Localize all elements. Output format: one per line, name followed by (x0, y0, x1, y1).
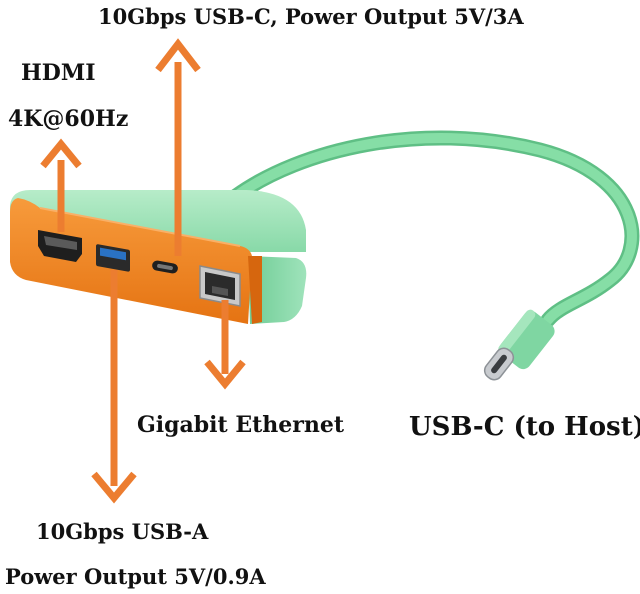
usba-port-label: 10Gbps USB-A (36, 519, 209, 544)
arrow-usbc-up (155, 38, 201, 256)
arrow-ethernet-down (204, 300, 246, 390)
usb-c-port (152, 260, 178, 274)
hdmi-resolution-label: 4K@60Hz (8, 106, 129, 132)
usb-c-cable (228, 130, 640, 381)
arrow-hdmi-up (40, 138, 82, 232)
usb-c-plug-metal (483, 347, 515, 381)
usba-power-label: Power Output 5V/0.9A (5, 564, 266, 589)
hdmi-port (38, 230, 82, 262)
hub-body (10, 190, 307, 324)
ethernet-port (199, 265, 241, 307)
host-connection-label: USB-C (to Host) (409, 412, 640, 442)
usb-a-port (96, 244, 130, 272)
usbc-port-label: 10Gbps USB-C, Power Output 5V/3A (98, 4, 524, 29)
arrow-usba-down (91, 270, 137, 504)
ethernet-label: Gigabit Ethernet (137, 412, 345, 438)
hdmi-label: HDMI (21, 60, 96, 86)
